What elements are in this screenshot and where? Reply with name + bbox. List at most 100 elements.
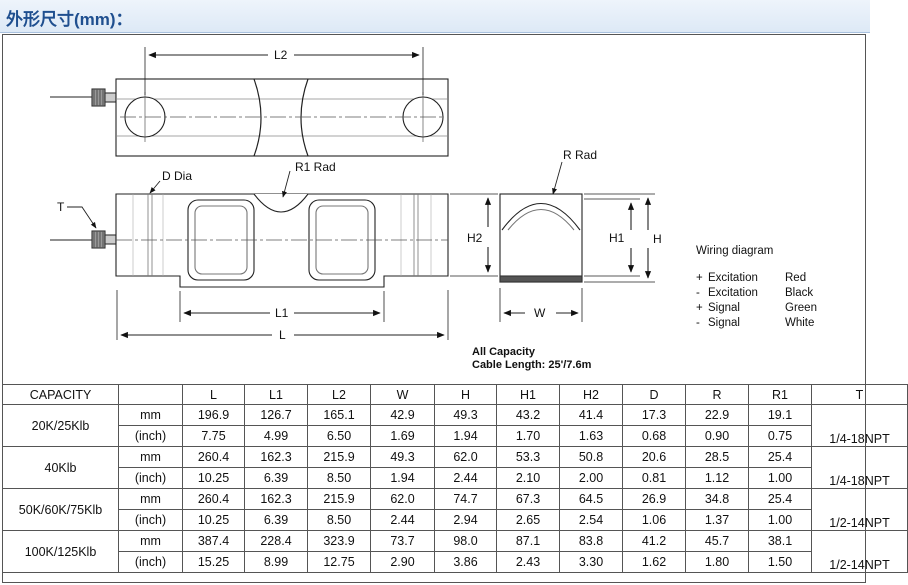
value-cell: 98.0 <box>434 530 497 552</box>
value-cell: 215.9 <box>307 446 371 468</box>
value-cell: 1.62 <box>622 551 686 573</box>
value-cell: 0.68 <box>622 425 686 447</box>
unit-cell: (inch) <box>118 509 183 531</box>
value-cell: 6.39 <box>244 467 308 489</box>
value-cell: 323.9 <box>307 530 371 552</box>
side-view <box>499 161 655 322</box>
value-cell: 50.8 <box>559 446 623 468</box>
value-cell: 8.50 <box>307 467 371 489</box>
header-h1: H1 <box>496 384 560 405</box>
unit-cell: (inch) <box>118 551 183 573</box>
value-cell: 15.25 <box>182 551 245 573</box>
value-cell: 83.8 <box>559 530 623 552</box>
value-cell: 8.50 <box>307 509 371 531</box>
value-cell: 25.4 <box>748 488 812 510</box>
drawing-frame <box>2 34 866 583</box>
spec-table: CAPACITY L L1 L2 W H H1 H2 D R R1 T 20K/… <box>2 384 908 573</box>
value-cell: 260.4 <box>182 446 245 468</box>
capacity-note: All Capacity Cable Length: 25'/7.6m <box>472 346 592 371</box>
value-cell: 0.75 <box>748 425 812 447</box>
value-cell: 2.43 <box>496 551 560 573</box>
thread-cell: 1/2-14NPT <box>811 530 908 573</box>
value-cell: 4.99 <box>244 425 308 447</box>
value-cell: 10.25 <box>182 509 245 531</box>
value-cell: 1.06 <box>622 509 686 531</box>
value-cell: 22.9 <box>685 404 749 426</box>
value-cell: 2.54 <box>559 509 623 531</box>
value-cell: 20.6 <box>622 446 686 468</box>
label-h1: H1 <box>609 231 625 245</box>
value-cell: 49.3 <box>370 446 435 468</box>
value-cell: 2.44 <box>370 509 435 531</box>
value-cell: 42.9 <box>370 404 435 426</box>
unit-cell: mm <box>118 404 183 426</box>
unit-cell: mm <box>118 488 183 510</box>
capacity-cell: 100K/125Klb <box>2 530 119 573</box>
header-unit <box>118 384 183 405</box>
value-cell: 1.69 <box>370 425 435 447</box>
value-cell: 126.7 <box>244 404 308 426</box>
value-cell: 1.00 <box>748 509 812 531</box>
value-cell: 1.80 <box>685 551 749 573</box>
value-cell: 43.2 <box>496 404 560 426</box>
value-cell: 45.7 <box>685 530 749 552</box>
value-cell: 2.90 <box>370 551 435 573</box>
value-cell: 3.30 <box>559 551 623 573</box>
value-cell: 228.4 <box>244 530 308 552</box>
value-cell: 387.4 <box>182 530 245 552</box>
label-r1-rad: R1 Rad <box>295 160 336 174</box>
value-cell: 41.2 <box>622 530 686 552</box>
label-l2: L2 <box>274 48 288 62</box>
thread-cell: 1/2-14NPT <box>811 488 908 531</box>
value-cell: 260.4 <box>182 488 245 510</box>
header-l2: L2 <box>307 384 371 405</box>
label-r-rad: R Rad <box>563 148 597 162</box>
value-cell: 215.9 <box>307 488 371 510</box>
capacity-cell: 20K/25Klb <box>2 404 119 447</box>
value-cell: 12.75 <box>307 551 371 573</box>
table-header-row: CAPACITY L L1 L2 W H H1 H2 D R R1 T <box>2 384 908 405</box>
header-l: L <box>182 384 245 405</box>
value-cell: 62.0 <box>370 488 435 510</box>
label-h2: H2 <box>467 231 483 245</box>
front-view <box>50 170 498 340</box>
value-cell: 19.1 <box>748 404 812 426</box>
value-cell: 26.9 <box>622 488 686 510</box>
dimension-drawing: L2 D Dia R1 Rad R Rad T H2 H1 H L1 L W <box>50 47 662 342</box>
header-r1: R1 <box>748 384 812 405</box>
value-cell: 6.50 <box>307 425 371 447</box>
value-cell: 2.65 <box>496 509 560 531</box>
value-cell: 41.4 <box>559 404 623 426</box>
thread-cell: 1/4-18NPT <box>811 446 908 489</box>
value-cell: 196.9 <box>182 404 245 426</box>
value-cell: 2.94 <box>434 509 497 531</box>
value-cell: 1.63 <box>559 425 623 447</box>
value-cell: 49.3 <box>434 404 497 426</box>
value-cell: 73.7 <box>370 530 435 552</box>
value-cell: 64.5 <box>559 488 623 510</box>
capacity-cell: 50K/60K/75Klb <box>2 488 119 531</box>
value-cell: 1.94 <box>434 425 497 447</box>
value-cell: 0.90 <box>685 425 749 447</box>
header-h2: H2 <box>559 384 623 405</box>
section-title: 外形尺寸(mm)： <box>6 10 133 29</box>
label-t: T <box>57 200 65 214</box>
label-h: H <box>653 232 662 246</box>
unit-cell: mm <box>118 530 183 552</box>
label-w: W <box>534 306 546 320</box>
value-cell: 3.86 <box>434 551 497 573</box>
value-cell: 2.10 <box>496 467 560 489</box>
label-l1: L1 <box>275 306 289 320</box>
header-h: H <box>434 384 497 405</box>
unit-cell: (inch) <box>118 425 183 447</box>
value-cell: 162.3 <box>244 446 308 468</box>
